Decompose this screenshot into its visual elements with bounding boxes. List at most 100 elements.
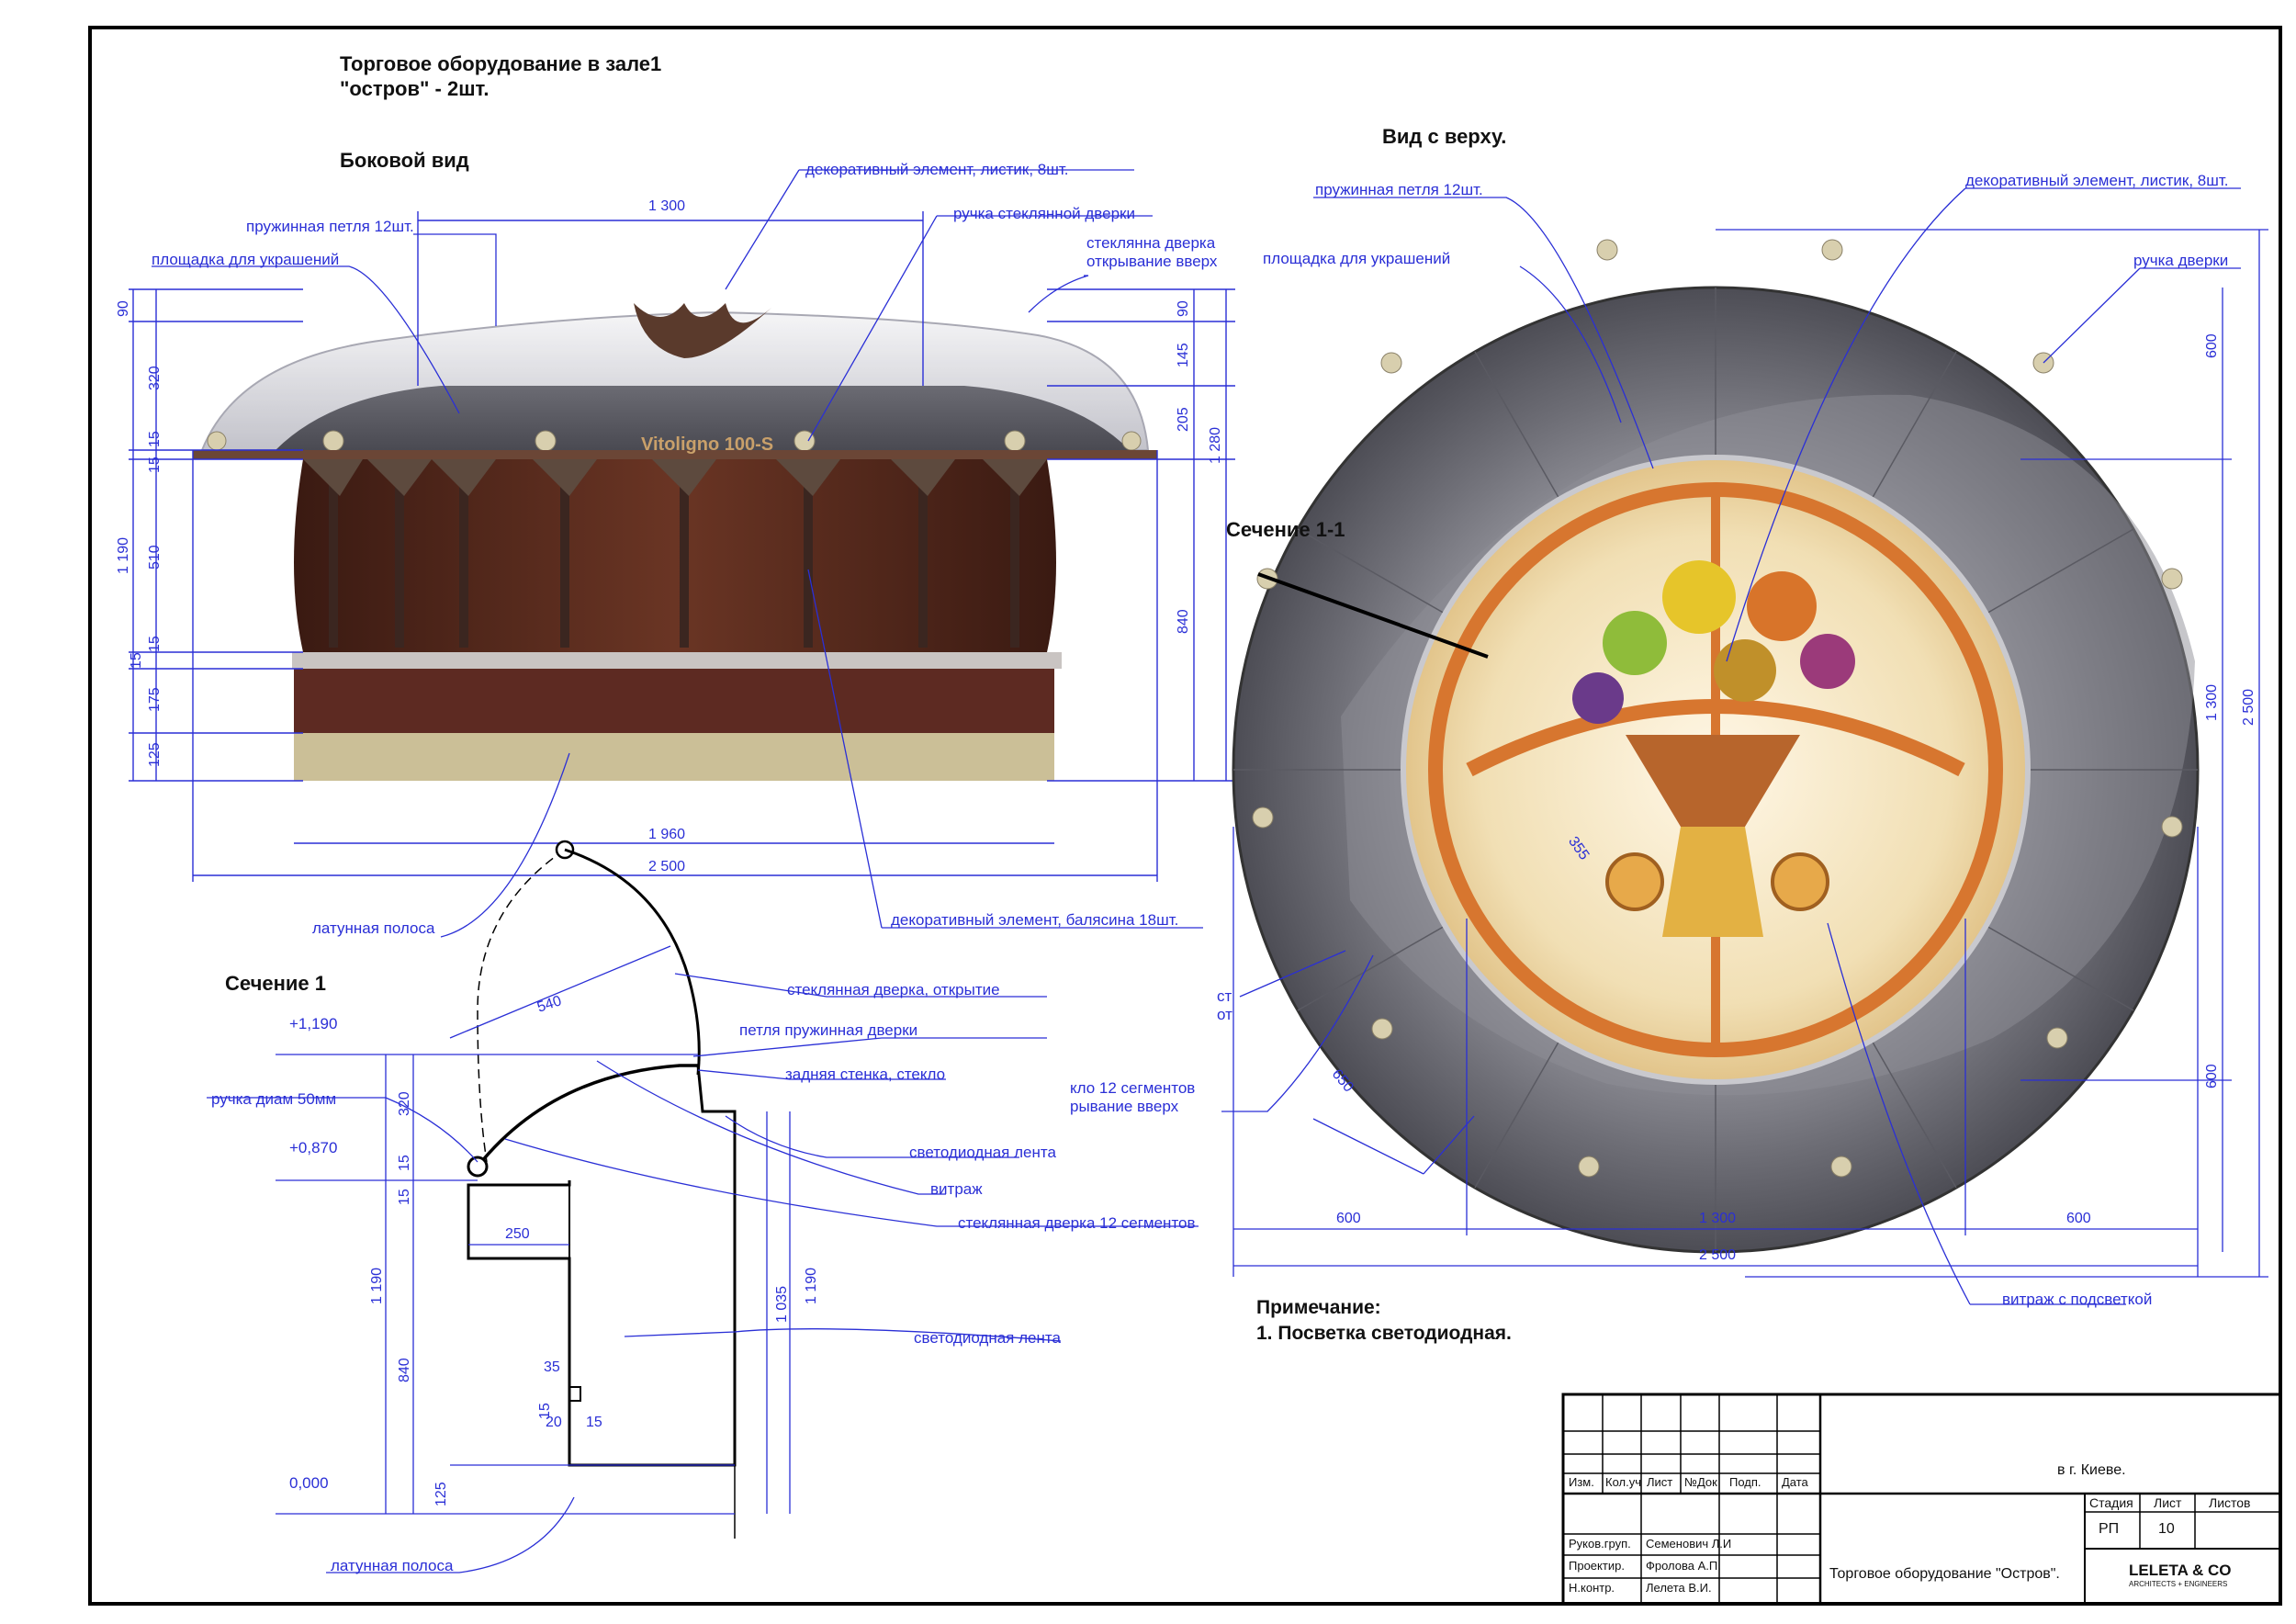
top-knobs: [1252, 239, 2183, 1178]
stamp-role-1: Проектир.: [1569, 1559, 1625, 1573]
side-view-heading: Боковой вид: [340, 149, 469, 172]
stamp-company: LELETA & CO: [2129, 1562, 2232, 1579]
label-brass: латунная полоса: [312, 919, 435, 937]
stamp-name-2: Лелета В.И.: [1646, 1581, 1712, 1595]
dim-l15a: 15: [147, 431, 163, 447]
label-handle: ручка стеклянной дверки: [953, 205, 1135, 222]
dim-l320: 320: [147, 366, 163, 390]
leaf-ornament: [634, 303, 771, 358]
label-led-1: светодиодная лента: [909, 1144, 1056, 1161]
dim-s125: 125: [433, 1482, 449, 1506]
note-title: Примечание:: [1256, 1297, 1381, 1318]
dim-l15b: 15: [147, 457, 163, 473]
dim-v600b: 600: [2204, 1064, 2220, 1088]
stamp-role-2: Н.контр.: [1569, 1581, 1615, 1595]
label-door-open: стеклянная дверка, открытие: [787, 981, 1000, 998]
dim-r1280: 1 280: [1208, 426, 1223, 464]
dim-s320: 320: [397, 1091, 412, 1116]
stamp-stage-hdr: Стадия: [2089, 1495, 2133, 1510]
dim-l1190: 1 190: [116, 536, 131, 574]
top-view-heading: Вид с верху.: [1382, 125, 1507, 148]
dim-l175: 175: [147, 687, 163, 712]
balusters: [329, 464, 1019, 648]
label-top-hinge: пружинная петля 12шт.: [1315, 181, 1483, 198]
dim-1035: 1 035: [774, 1285, 790, 1323]
dim-r840: 840: [1176, 609, 1191, 634]
label-door-1: стеклянна дверка: [1086, 234, 1216, 252]
stamp-stage: РП: [2099, 1521, 2120, 1537]
dim-l15c: 15: [147, 636, 163, 652]
dim-h600b: 600: [2066, 1211, 2091, 1226]
dim-250: 250: [505, 1226, 530, 1242]
label-seg-1: кло 12 сегментов: [1070, 1079, 1196, 1097]
stamp-col-4: Подп.: [1729, 1475, 1761, 1489]
label-door-hinge: петля пружинная дверки: [739, 1021, 918, 1039]
label-st-1: ст: [1217, 987, 1232, 1005]
stamp-sheets-hdr: Листов: [2209, 1495, 2251, 1510]
dim-l125: 125: [147, 742, 163, 767]
dim-s15b: 15: [397, 1189, 412, 1205]
closed-door-curve: [476, 1064, 698, 1168]
dim-l15d: 15: [129, 652, 144, 669]
note-item-1: 1. Посветка светодиодная.: [1256, 1323, 1512, 1344]
level-1190: +1,190: [289, 1015, 338, 1032]
dim-h1300: 1 300: [1699, 1211, 1737, 1226]
dim-35: 35: [544, 1359, 560, 1375]
section-1-heading: Сечение 1: [225, 972, 326, 995]
top-view: [1221, 187, 2268, 1305]
level-0: 0,000: [289, 1474, 329, 1492]
label-top-pad: площадка для украшений: [1263, 250, 1451, 267]
stamp-name-0: Семенович Л.И: [1646, 1537, 1732, 1551]
label-top-leaf: декоративный элемент, листик, 8шт.: [1965, 172, 2229, 189]
dim-l90: 90: [116, 300, 131, 317]
open-door-arc: [477, 849, 566, 1163]
label-vitrage: витраж: [930, 1180, 983, 1198]
label-brass-2: латунная полоса: [331, 1557, 454, 1574]
label-st-2: от: [1217, 1006, 1232, 1023]
dim-h600a: 600: [1336, 1211, 1361, 1226]
dim-s15d: 15: [586, 1415, 602, 1430]
sheet-border: [88, 26, 2282, 1606]
dim-s15a: 15: [397, 1155, 412, 1171]
label-door-2: открывание вверх: [1086, 253, 1218, 270]
dim-l510: 510: [147, 545, 163, 570]
stamp-doc-title: Торговое оборудование "Остров".: [1829, 1566, 2060, 1582]
label-hinge: пружинная петля 12шт.: [246, 218, 414, 235]
label-top-handle: ручка дверки: [2133, 252, 2229, 269]
fruit-basket: [1572, 560, 1855, 937]
stamp-col-0: Изм.: [1569, 1475, 1594, 1489]
dim-v1300: 1 300: [2204, 683, 2220, 721]
stamp-sheet-hdr: Лист: [2154, 1495, 2182, 1510]
dim-1300: 1 300: [648, 198, 686, 214]
level-870: +0,870: [289, 1139, 338, 1156]
label-pad: площадка для украшений: [152, 251, 340, 268]
dim-1960: 1 960: [648, 827, 686, 842]
dim-v2500: 2 500: [2241, 688, 2257, 726]
label-led-2: светодиодная лента: [914, 1329, 1061, 1347]
stamp-col-1: Кол.уч: [1605, 1475, 1641, 1489]
roof-plate: [276, 386, 1130, 450]
dim-r145: 145: [1176, 343, 1191, 367]
title-block: [1561, 1393, 2282, 1606]
stamp-company-sub: ARCHITECTS + ENGINEERS: [2129, 1580, 2228, 1588]
label-handle-50: ручка диам 50мм: [211, 1090, 337, 1108]
side-view: [129, 169, 1235, 938]
stamp-col-2: Лист: [1647, 1475, 1673, 1489]
stamp-name-1: Фролова А.П.: [1646, 1559, 1721, 1573]
dim-r90: 90: [1176, 300, 1191, 317]
dim-h2500: 2 500: [1699, 1247, 1737, 1263]
title-line-2: "остров" - 2шт.: [340, 77, 490, 100]
dim-2500: 2 500: [648, 859, 686, 874]
dim-20: 20: [546, 1415, 562, 1430]
section-1-1-heading: Сечение 1-1: [1226, 518, 1345, 541]
dim-r205: 205: [1176, 407, 1191, 432]
brand-label: Vitoligno 100-S: [641, 434, 774, 455]
dim-v600a: 600: [2204, 333, 2220, 358]
label-top-vitrage: витраж с подсветкой: [2002, 1291, 2153, 1308]
dim-s1190r: 1 190: [804, 1267, 819, 1304]
title-line-1: Торговое оборудование в зале1: [340, 52, 662, 75]
brass-strip: [294, 733, 1054, 781]
section-1-drawing: [207, 840, 1199, 1573]
label-leaf: декоративный элемент, листик, 8шт.: [805, 161, 1069, 178]
